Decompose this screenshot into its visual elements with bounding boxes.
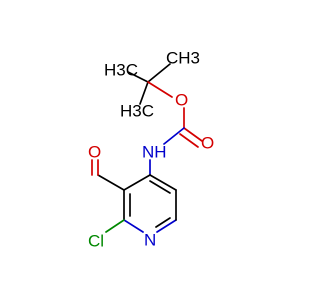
bond-carbonyl-double-1 <box>183 127 203 142</box>
atom-ch3-top: CH3 <box>166 49 200 68</box>
bond-quaternary-c-ch3-left-bottom <box>139 81 149 105</box>
bond-quaternary-c-ch3-left-top <box>127 71 149 83</box>
atom-o-ester: O <box>175 91 188 110</box>
atom-ch3-left-top: H3C <box>104 61 138 80</box>
bond-c3-cho-c <box>97 174 125 191</box>
molecule-drawing: CH3 H3C H3C O O NH O Cl N <box>88 49 214 251</box>
bond-quaternary-c-ch3-top <box>147 63 171 83</box>
bond-ring-c5-c4 <box>149 174 177 191</box>
bond-quaternary-c-o-ester <box>147 81 173 98</box>
atom-o-aldehyde: O <box>88 143 101 162</box>
atom-o-carbonyl: O <box>201 134 214 153</box>
bond-ring-c5-c4-inner <box>149 180 171 194</box>
bond-ring-n-c6 <box>156 219 177 233</box>
atom-n-ring: N <box>144 231 156 250</box>
bond-ring-c6-n-inner <box>155 217 171 228</box>
atom-nh: NH <box>142 143 167 162</box>
bond-carbonyl-c-nh <box>163 127 185 145</box>
bond-ring-c4-c3 <box>123 174 151 191</box>
atom-cl: Cl <box>88 232 104 251</box>
bond-c2-cl <box>105 219 125 233</box>
atom-ch3-left-bottom: H3C <box>120 102 154 121</box>
structure-diagram: CH3 H3C H3C O O NH O Cl N <box>88 48 215 251</box>
bond-ring-c2-n <box>123 219 144 233</box>
bond-carbonyl-double-2 <box>179 133 199 148</box>
